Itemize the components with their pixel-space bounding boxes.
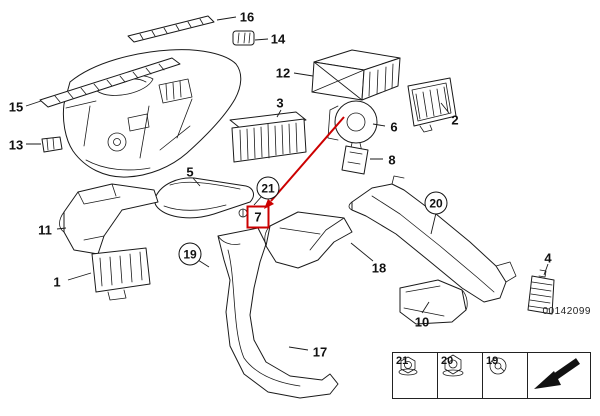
part-11-duct	[59, 183, 159, 255]
callout-18[interactable]: 18	[371, 260, 387, 276]
fastener-legend: 21 20 19	[392, 352, 591, 399]
legend-direction[interactable]	[528, 353, 590, 398]
legend-item-20[interactable]: 20	[438, 353, 483, 398]
callout-5[interactable]: 5	[186, 164, 194, 180]
part-4-grille	[527, 269, 555, 315]
callout-3[interactable]: 3	[276, 95, 284, 111]
flange-nut-icon	[398, 356, 418, 376]
legend-label: 20	[441, 355, 454, 367]
part-17-floor-duct	[217, 227, 339, 399]
callout-16[interactable]: 16	[239, 9, 255, 25]
part-20-rear-duct	[348, 175, 517, 303]
grommet-icon	[489, 357, 507, 375]
part-5-duct	[154, 177, 254, 219]
hex-nut-icon	[442, 354, 464, 377]
leader-lines	[25, 16, 549, 351]
legend-item-21[interactable]: 21	[393, 353, 438, 398]
part-15-defroster-strip	[39, 57, 181, 108]
callout-7-highlighted[interactable]: 7	[246, 205, 270, 229]
legend-item-19[interactable]: 19	[483, 353, 528, 398]
part-6-vent-housing	[327, 100, 378, 153]
callout-21[interactable]: 21	[256, 176, 280, 200]
diagram-id: 00142099	[542, 306, 591, 317]
callout-15[interactable]: 15	[8, 99, 24, 115]
part-16-trim-strip	[127, 15, 215, 43]
callout-17[interactable]: 17	[312, 344, 328, 360]
callout-20[interactable]: 20	[424, 191, 448, 215]
part-8-bracket	[341, 145, 369, 175]
callout-6[interactable]: 6	[390, 119, 398, 135]
callout-10[interactable]: 10	[414, 314, 430, 330]
callout-8[interactable]: 8	[388, 152, 396, 168]
direction-arrow-icon	[534, 358, 580, 389]
part-14-grille	[232, 30, 255, 46]
part-18-duct	[264, 211, 353, 269]
callout-2[interactable]: 2	[451, 112, 459, 128]
part-13-connector	[41, 136, 63, 153]
part-10-duct-end	[399, 279, 468, 325]
part-12-vent	[311, 49, 401, 101]
callout-12[interactable]: 12	[275, 65, 291, 81]
callout-13[interactable]: 13	[8, 137, 24, 153]
part-2-side-vent	[407, 77, 457, 133]
part-3-center-vent	[229, 111, 307, 163]
part-1-side-vent	[91, 247, 151, 301]
callout-19[interactable]: 19	[178, 242, 202, 266]
callout-14[interactable]: 14	[270, 31, 286, 47]
callout-11[interactable]: 11	[38, 222, 52, 238]
callout-4[interactable]: 4	[544, 250, 552, 266]
callout-1[interactable]: 1	[53, 274, 61, 290]
legend-label: 21	[396, 355, 409, 367]
